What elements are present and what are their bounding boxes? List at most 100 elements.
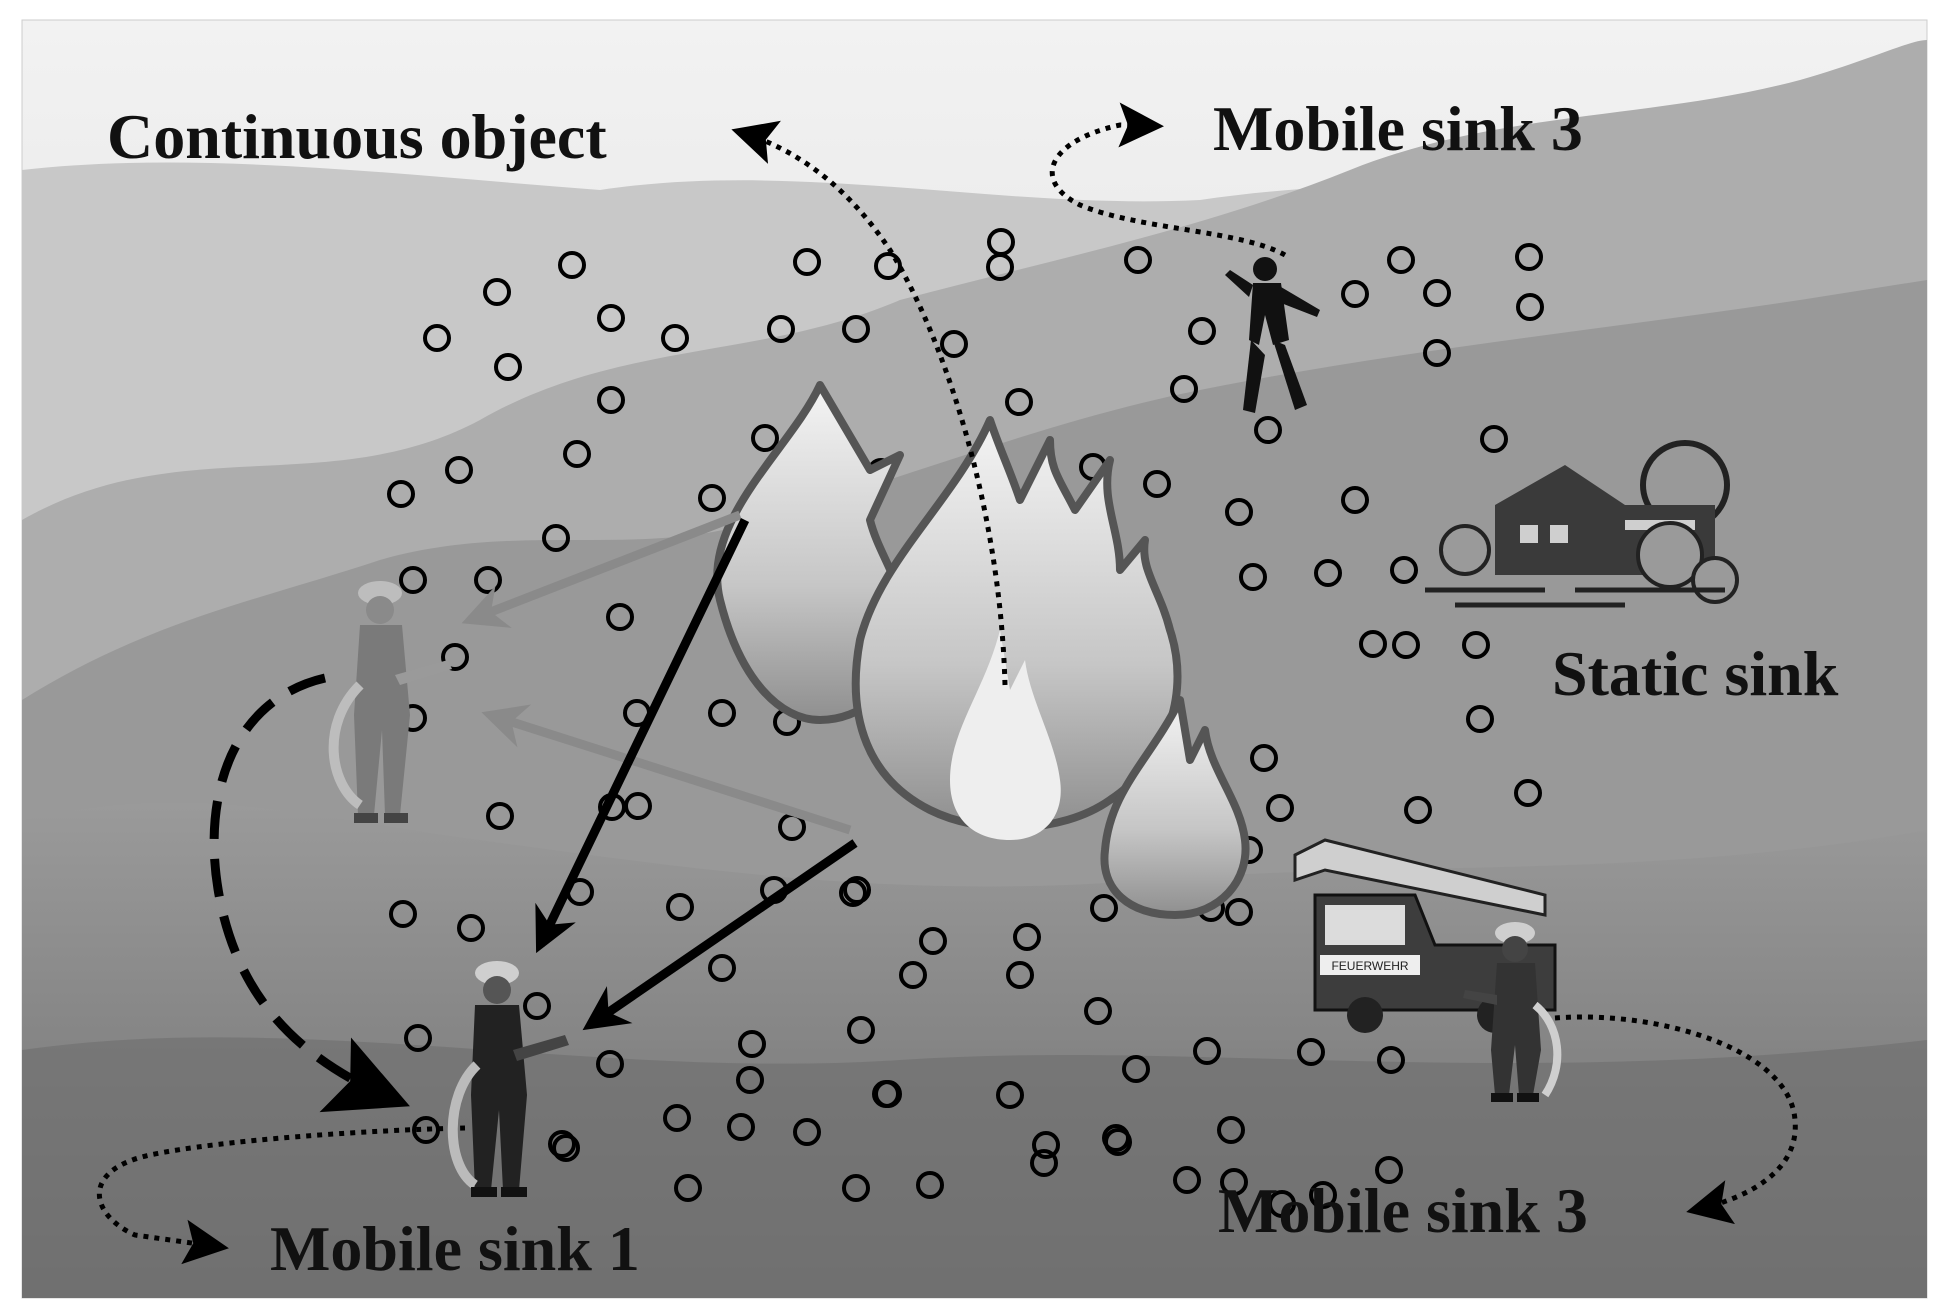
sensor-node — [1005, 388, 1033, 416]
sensor-node — [1193, 1037, 1221, 1065]
sensor-node — [736, 1066, 764, 1094]
sensor-node — [1220, 1168, 1248, 1196]
sensor-node — [916, 1171, 944, 1199]
sensor-node — [874, 1080, 902, 1108]
label-static-sink: Static sink — [1552, 638, 1839, 709]
sensor-node — [1423, 279, 1451, 307]
diagram-labels: Continuous object Mobile sink 3 Static s… — [107, 93, 1839, 1284]
sensor-node — [996, 1081, 1024, 1109]
sensor-node — [457, 914, 485, 942]
sensor-node — [1188, 317, 1216, 345]
walking-person-icon — [1225, 257, 1320, 413]
sensor-node — [387, 480, 415, 508]
sensor-node — [793, 248, 821, 276]
sensor-node — [441, 643, 469, 671]
sensor-node — [542, 524, 570, 552]
building-icon — [1425, 440, 1739, 608]
sensor-node — [1359, 630, 1387, 658]
sensor-node — [842, 315, 870, 343]
sensor-node — [548, 1130, 576, 1158]
sensor-node — [839, 879, 867, 907]
sensor-node — [563, 440, 591, 468]
sensor-node — [1423, 339, 1451, 367]
sensor-node — [842, 1174, 870, 1202]
sensor-node — [1030, 1149, 1058, 1177]
fire-icon — [713, 381, 1250, 919]
sensor-node — [1225, 898, 1253, 926]
sensor-node — [1309, 1181, 1337, 1209]
truck-label: FEUERWEHR — [1331, 959, 1408, 973]
sensor-node — [552, 1134, 580, 1162]
sensor-node — [624, 792, 652, 820]
sensor-node — [1314, 559, 1342, 587]
sensor-node — [663, 1104, 691, 1132]
sensor-node — [843, 876, 871, 904]
data-flow-gray-arrows — [461, 510, 852, 835]
sensor-node — [793, 1118, 821, 1146]
sensor-node — [1006, 961, 1034, 989]
sensor-node — [1392, 631, 1420, 659]
label-mobile-sink-3-bottom: Mobile sink 3 — [1218, 1175, 1588, 1246]
sensor-node — [597, 304, 625, 332]
firefighter-icon — [447, 961, 569, 1197]
sensor-node — [389, 900, 417, 928]
sensor-node — [1266, 794, 1294, 822]
sensor-node — [1170, 375, 1198, 403]
sensor-node — [751, 424, 779, 452]
sensor-node — [708, 699, 736, 727]
sensor-node — [1377, 1046, 1405, 1074]
sensor-node — [1387, 246, 1415, 274]
sensor-node — [738, 1030, 766, 1058]
sensor-node — [919, 927, 947, 955]
sensor-node — [558, 251, 586, 279]
dotted-motion-arrows — [96, 102, 1798, 1265]
sensor-node — [1225, 498, 1253, 526]
sensor-node — [899, 961, 927, 989]
sensor-node — [1341, 280, 1369, 308]
sensor-node — [727, 1113, 755, 1141]
sensor-node — [1217, 1116, 1245, 1144]
sensor-node — [1466, 705, 1494, 733]
sensor-node — [940, 330, 968, 358]
sensor-node — [1013, 923, 1041, 951]
sensor-node — [698, 484, 726, 512]
sensor-node — [1122, 1055, 1150, 1083]
sensor-node — [483, 278, 511, 306]
sensor-node — [1297, 1038, 1325, 1066]
sensor-node — [597, 386, 625, 414]
sensor-node — [661, 324, 689, 352]
sensor-node — [1404, 796, 1432, 824]
sensor-node — [1462, 631, 1490, 659]
sensor-node — [1390, 556, 1418, 584]
fire-truck-icon: FEUERWEHR — [1293, 838, 1557, 1033]
sink-movement-dashed-path — [209, 673, 410, 1113]
label-continuous-object: Continuous object — [107, 101, 607, 172]
sensor-node — [1032, 1131, 1060, 1159]
sensor-node — [1254, 416, 1282, 444]
sensor-node — [1250, 744, 1278, 772]
firefighter-icon — [328, 581, 452, 823]
sensor-node — [445, 456, 473, 484]
sensor-nodes — [387, 228, 1544, 1218]
sensor-node — [1514, 779, 1542, 807]
sensor-node — [1268, 1190, 1296, 1218]
firefighter-icon — [1463, 922, 1562, 1102]
sensor-node — [1084, 997, 1112, 1025]
sensor-node — [847, 1016, 875, 1044]
sensor-node — [523, 992, 551, 1020]
sensor-node — [708, 954, 736, 982]
sensor-node — [1341, 486, 1369, 514]
sensor-node — [1090, 894, 1118, 922]
sensor-node — [1375, 1156, 1403, 1184]
sensor-node — [596, 1050, 624, 1078]
sensor-node — [1173, 1166, 1201, 1194]
label-mobile-sink-1: Mobile sink 1 — [270, 1213, 640, 1284]
sensor-node — [1480, 425, 1508, 453]
sensor-node — [1239, 563, 1267, 591]
sensor-node — [674, 1174, 702, 1202]
sensor-node — [874, 252, 902, 280]
data-flow-black-arrows — [535, 518, 858, 1031]
sensor-node — [1143, 470, 1171, 498]
label-mobile-sink-3-top: Mobile sink 3 — [1213, 93, 1583, 164]
